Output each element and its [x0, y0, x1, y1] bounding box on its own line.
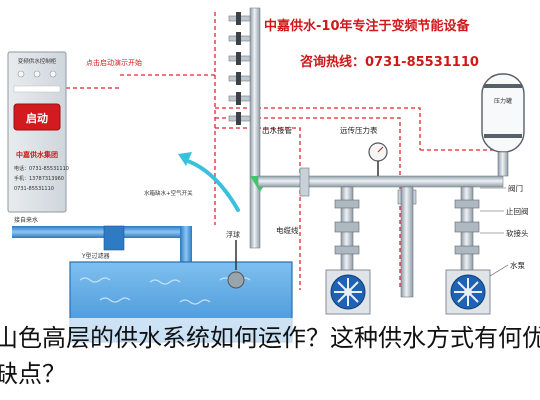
y-filter-icon	[103, 225, 125, 251]
start-annotation: 点击启动演示开始	[86, 58, 142, 67]
alarm-label: 水箱缺水+空气开关	[144, 189, 193, 197]
label-leaders	[480, 187, 509, 277]
pump-risers	[334, 186, 480, 298]
flow-arrows	[183, 158, 240, 212]
y-filter-label: Y型过滤器	[81, 252, 110, 260]
inlet-label: 接自来水	[14, 216, 38, 224]
check-valve-label: 止回阀	[506, 206, 529, 216]
arrow-head-up-icon	[178, 152, 192, 166]
company-name: 中嘉供水集团	[16, 150, 58, 159]
heading-line2: 咨询热线：0731-85531110	[300, 54, 479, 70]
pressure-tank-label: 压力罐	[494, 97, 512, 105]
outlet-pipe-label: 出水接管	[262, 125, 292, 135]
cable-label: 电缆线	[276, 225, 299, 235]
contact-line-3: 0731-85531110	[14, 186, 54, 192]
inlet-pipe	[12, 226, 192, 238]
control-cabinet: 变频供水控制柜	[7, 51, 67, 213]
outlet-valve	[299, 167, 310, 197]
contact-line-2: 手机：13787313960	[14, 175, 64, 182]
article-title-caption: 山色高层的供水系统如何运作？这种供水方式有何优缺点？	[0, 318, 540, 394]
flex-joint-label: 软接头	[506, 228, 529, 238]
cabinet-title: 变频供水控制柜	[18, 57, 57, 65]
pump-label: 水泵	[510, 260, 525, 270]
pressure-transmitter-label: 远传压力表	[340, 125, 378, 135]
start-button[interactable]	[13, 103, 61, 131]
float-ball-icon	[227, 271, 245, 289]
float-ball-label: 浮球	[226, 230, 240, 239]
signal-lines	[66, 12, 500, 290]
pressure-tank	[481, 73, 525, 177]
pump-left	[325, 269, 371, 315]
start-button-label: 启动	[26, 111, 48, 125]
riser-pipe	[228, 7, 261, 249]
gate-valve-label: 阀门	[508, 184, 523, 193]
pump-right	[445, 269, 491, 315]
heading-line1: 中嘉供水-10年专注于变频节能设备	[264, 18, 470, 34]
contact-line-1: 电话：0731-85531110	[14, 165, 69, 172]
main-header-pipe	[257, 175, 504, 188]
